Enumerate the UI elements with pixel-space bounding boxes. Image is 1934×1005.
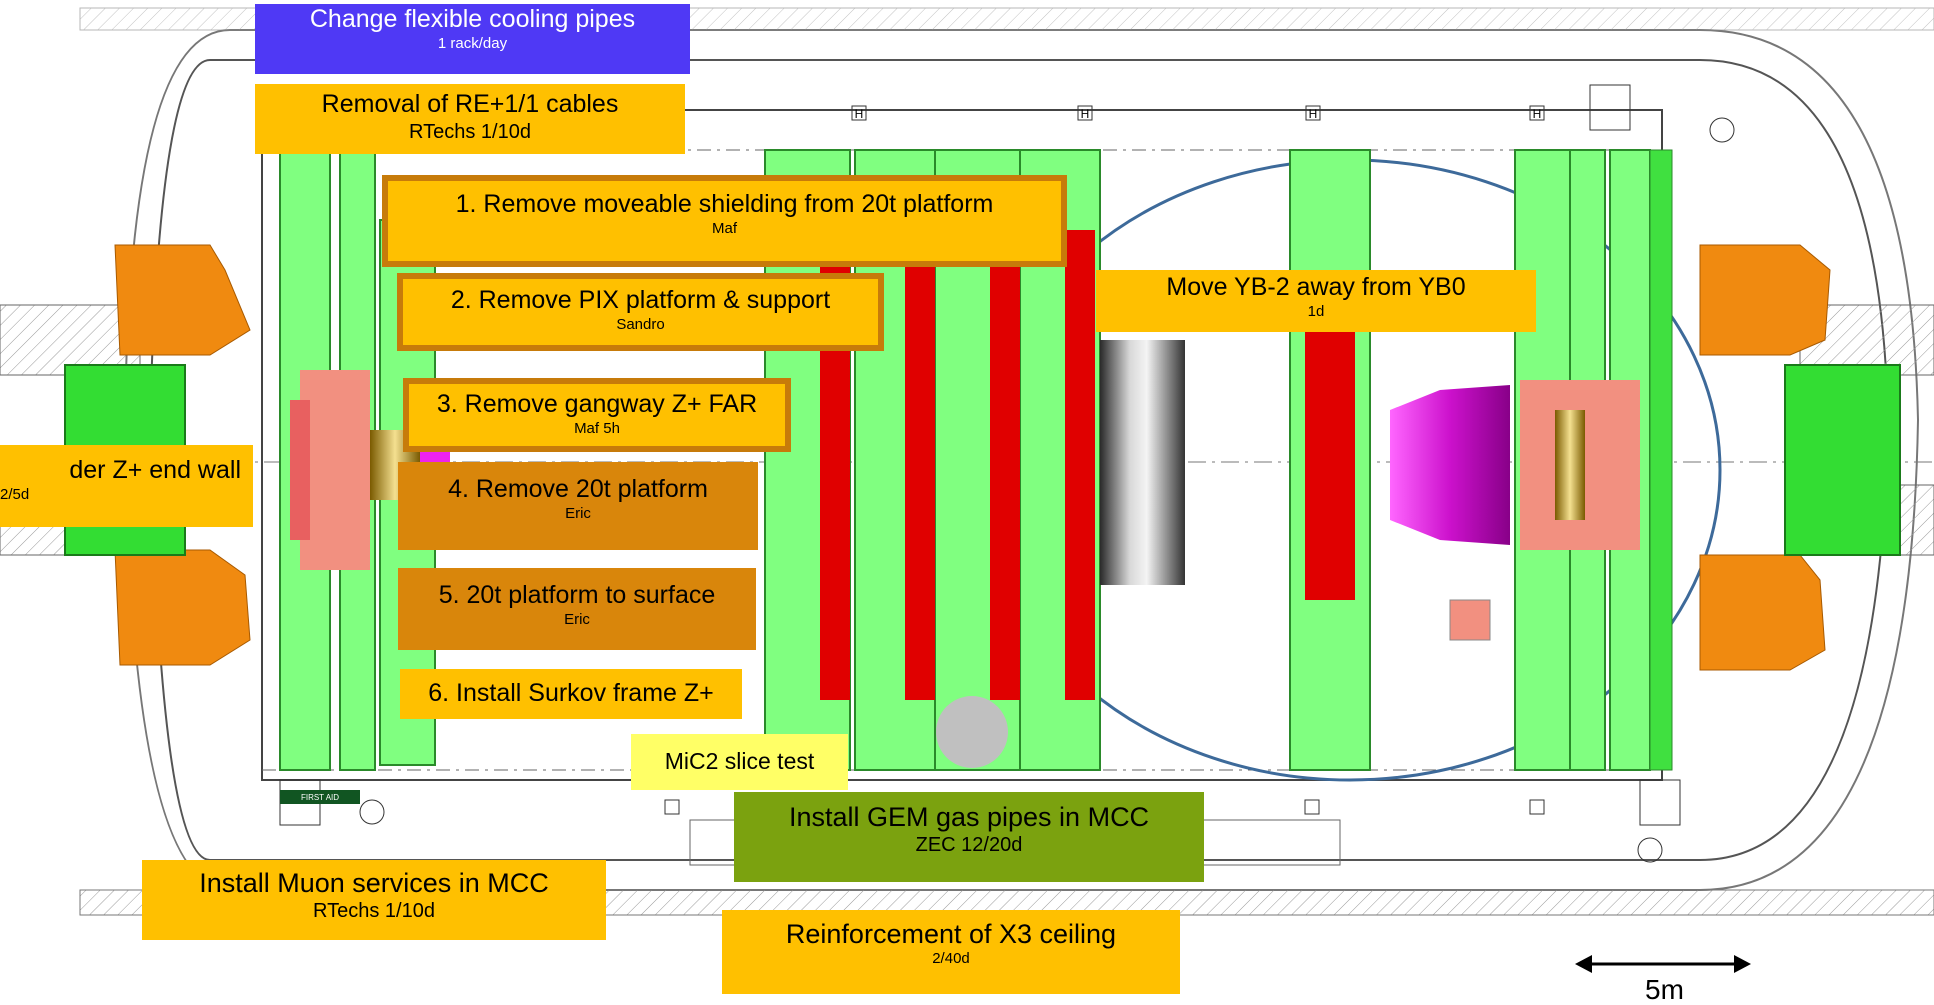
muon-title: Install Muon services in MCC	[199, 868, 549, 898]
step6-title: 6. Install Surkov frame Z+	[428, 679, 714, 707]
mic2-disc	[936, 696, 1008, 768]
cooling-pipes-rate: 1 rack/day	[437, 35, 508, 52]
move-yb-title: Move YB-2 away from YB0	[1166, 273, 1466, 301]
mic2-title: MiC2 slice test	[664, 748, 815, 774]
h-marker: H	[1533, 107, 1542, 121]
step5-owner: Eric	[564, 611, 590, 628]
step4-owner: Eric	[565, 505, 591, 522]
cooling-pipes-title: Change flexible cooling pipes	[309, 5, 636, 33]
first-aid-sign	[280, 790, 360, 804]
end-wall-duration: 2/5d	[0, 486, 30, 503]
step3-owner: Maf 5h	[574, 420, 620, 437]
step4-task: 4. Remove 20t platform Eric	[398, 462, 758, 550]
scale-label: 5m	[1645, 974, 1684, 1005]
step5-title: 5. 20t platform to surface	[438, 581, 716, 609]
muon-detail: RTechs 1/10d	[313, 900, 435, 922]
endcap-calorimeter	[1390, 385, 1510, 545]
step2-task: 2. Remove PIX platform & support Sandro	[397, 273, 884, 351]
move-yb-task: Move YB-2 away from YB0 1d	[1096, 270, 1536, 332]
x3-duration: 2/40d	[932, 950, 970, 967]
muon-task: Install Muon services in MCC RTechs 1/10…	[142, 860, 606, 940]
end-wall-task: der Z+ end wall 2/5d	[0, 445, 253, 527]
right-wheels	[1289, 149, 1673, 771]
scale-bar	[1575, 955, 1751, 973]
central-solenoid	[1100, 340, 1185, 585]
first-aid-label: FIRST AID	[301, 793, 339, 802]
step5-task: 5. 20t platform to surface Eric	[398, 568, 756, 650]
re-cables-task: Removal of RE+1/1 cables RTechs 1/10d	[255, 84, 685, 154]
step3-task: 3. Remove gangway Z+ FAR Maf 5h	[403, 378, 791, 452]
step2-owner: Sandro	[616, 316, 665, 333]
move-yb-duration: 1d	[1307, 303, 1325, 320]
step2-title: 2. Remove PIX platform & support	[450, 286, 831, 314]
step1-owner: Maf	[711, 220, 737, 237]
h-marker: H	[1309, 107, 1318, 121]
h-marker: H	[1081, 107, 1090, 121]
gem-task: Install GEM gas pipes in MCC ZEC 12/20d	[734, 792, 1204, 882]
step1-task: 1. Remove moveable shielding from 20t pl…	[382, 175, 1067, 267]
cooling-pipes-task: Change flexible cooling pipes 1 rack/day	[255, 4, 690, 74]
gem-title: Install GEM gas pipes in MCC	[788, 802, 1150, 832]
h-markers: H H H H	[851, 105, 1545, 121]
step1-title: 1. Remove moveable shielding from 20t pl…	[455, 190, 994, 218]
gem-detail: ZEC 12/20d	[915, 834, 1023, 856]
end-wall-title: der Z+ end wall	[69, 456, 241, 484]
step6-task: 6. Install Surkov frame Z+	[400, 669, 742, 719]
h-marker: H	[855, 107, 864, 121]
re-cables-detail: RTechs 1/10d	[409, 121, 531, 143]
x3-task: Reinforcement of X3 ceiling 2/40d	[722, 910, 1180, 994]
step3-title: 3. Remove gangway Z+ FAR	[436, 390, 758, 418]
mic2-task: MiC2 slice test	[631, 734, 848, 790]
re-cables-title: Removal of RE+1/1 cables	[321, 90, 619, 118]
step4-title: 4. Remove 20t platform	[448, 475, 708, 503]
x3-title: Reinforcement of X3 ceiling	[785, 919, 1117, 949]
